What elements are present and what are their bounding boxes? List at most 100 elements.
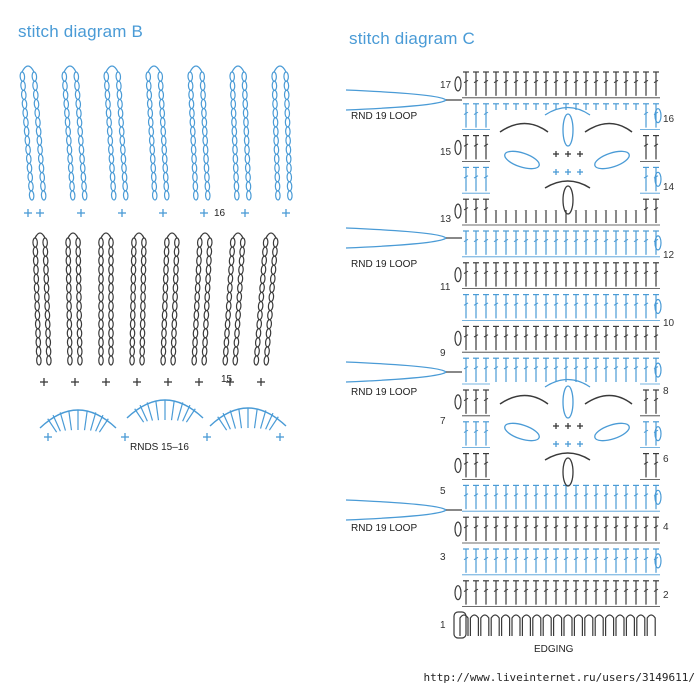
- row-number-left: 11: [440, 282, 451, 293]
- dc-stitch: [573, 580, 579, 605]
- dc-stitch: [463, 71, 469, 96]
- dc-stitch: [513, 262, 519, 287]
- dc-stitch: [583, 325, 589, 351]
- dc-stitch: [593, 325, 599, 351]
- dc-stitch: [543, 262, 549, 287]
- dc-stitch: [573, 262, 579, 287]
- dc-stitch: [503, 294, 509, 319]
- sc-stitch: [565, 169, 571, 175]
- dc-stitch: [593, 262, 599, 287]
- loop-label-3: RND 19 LOOP: [351, 523, 417, 534]
- sc-stitch: [241, 209, 249, 217]
- dc-stitch: [523, 294, 529, 319]
- dc-stitch: [653, 580, 659, 605]
- dc-stitch: [553, 71, 559, 96]
- edging-stitch: [459, 614, 469, 636]
- watermark-url: http://www.liveinternet.ru/users/3149611…: [423, 671, 695, 684]
- dc-stitch: [573, 230, 579, 255]
- sc-stitch: [565, 151, 571, 157]
- dc-stitch: [533, 580, 539, 605]
- dc-stitch: [543, 294, 549, 319]
- dc-stitch: [623, 325, 629, 351]
- row-number-left: 13: [440, 214, 452, 225]
- dc-stitch: [643, 166, 649, 192]
- chain-right: [170, 237, 180, 366]
- blue-loop: [187, 65, 211, 201]
- chain-right: [157, 71, 170, 201]
- sc-stitch: [102, 378, 110, 386]
- sc-stitch: [577, 169, 583, 175]
- edging-stitch: [542, 614, 552, 636]
- dc-stitch: [653, 357, 659, 382]
- dc-stitch: [493, 516, 499, 541]
- dc-stitch: [483, 262, 489, 287]
- dc-stitch: [503, 516, 509, 541]
- dc-stitch: [523, 357, 529, 382]
- stitch-row: [454, 325, 660, 353]
- sc-stitch: [71, 378, 79, 386]
- edging-stitch: [511, 614, 521, 636]
- blue-loop: [103, 65, 129, 201]
- sc-stitch: [203, 433, 211, 441]
- dc-stitch: [473, 325, 479, 351]
- dc-stitch: [603, 294, 609, 319]
- sc-stitch: [553, 151, 559, 157]
- dc-stitch: [583, 548, 589, 573]
- dc-stitch: [623, 294, 629, 319]
- dc-stitch: [653, 230, 659, 255]
- edging-stitch: [625, 614, 635, 636]
- dc-stitch: [613, 357, 619, 382]
- edging-stitch: [553, 614, 563, 636]
- dc-stitch: [583, 516, 589, 541]
- edging-stitch: [480, 614, 490, 636]
- dc-stitch: [633, 230, 639, 255]
- dc-stitch: [573, 325, 579, 351]
- chain-left: [103, 71, 117, 201]
- dc-stitch: [463, 294, 469, 319]
- dc-stitch: [483, 421, 489, 446]
- chain-right: [263, 237, 279, 366]
- edging-stitch: [573, 614, 583, 636]
- dc-stitch: [643, 71, 649, 96]
- chain-right: [42, 237, 52, 366]
- dc-stitch: [543, 580, 549, 605]
- dc-stitch: [463, 198, 469, 223]
- dc-stitch: [493, 325, 499, 351]
- dc-stitch: [473, 421, 479, 446]
- dc-stitch: [473, 453, 479, 478]
- dc-stitch: [483, 230, 489, 255]
- chain-left: [253, 237, 269, 366]
- dc-stitch: [463, 166, 469, 192]
- chain-left: [65, 237, 73, 366]
- edging-label: EDGING: [534, 644, 574, 655]
- dc-stitch: [573, 516, 579, 541]
- dc-stitch: [623, 548, 629, 573]
- chain-right: [108, 237, 114, 366]
- dc-stitch: [553, 484, 559, 510]
- dc-stitch: [653, 548, 659, 573]
- sc-stitch: [565, 441, 571, 447]
- sc-stitch: [24, 209, 32, 217]
- round-marker-15: 15: [221, 374, 233, 385]
- chain-left: [61, 71, 76, 201]
- dc-stitch: [463, 325, 469, 351]
- edging-stitch: [636, 614, 646, 636]
- dc-stitch: [533, 357, 539, 382]
- blue-loop: [61, 65, 88, 201]
- dc-stitch: [583, 262, 589, 287]
- dark-loop: [129, 232, 147, 366]
- dc-stitch: [463, 580, 469, 605]
- dc-stitch: [653, 71, 659, 96]
- dc-stitch: [503, 548, 509, 573]
- dc-stitch: [613, 516, 619, 541]
- dc-stitch: [653, 262, 659, 287]
- dc-stitch: [653, 484, 659, 510]
- dc-stitch: [513, 325, 519, 351]
- rnd-19-loop: [345, 227, 462, 249]
- dc-stitch: [653, 516, 659, 541]
- sc-stitch: [226, 378, 234, 386]
- dc-stitch: [643, 230, 649, 255]
- dc-stitch: [483, 548, 489, 573]
- dc-stitch: [483, 71, 489, 96]
- dc-stitch: [583, 71, 589, 96]
